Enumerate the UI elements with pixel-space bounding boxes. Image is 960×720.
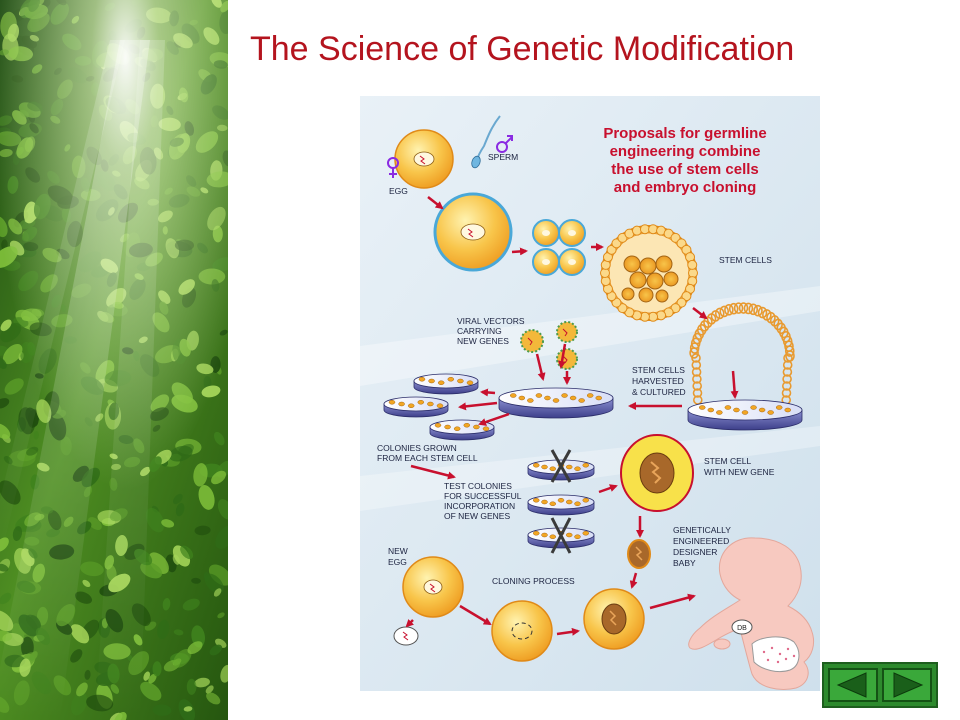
slide-title: The Science of Genetic Modification xyxy=(250,30,795,68)
stem-cells-harvested-label: & CULTURED xyxy=(632,387,686,397)
male-symbol-icon xyxy=(496,135,513,153)
sperm-cell xyxy=(471,115,501,169)
viral-vectors-label: VIRAL VECTORS xyxy=(457,316,525,326)
new-egg-label: EGG xyxy=(388,557,407,567)
designer-baby-label: GENETICALLY xyxy=(673,525,731,535)
new-egg-cell xyxy=(402,556,464,618)
petri-dish xyxy=(413,373,479,395)
triangle-left-icon xyxy=(828,668,878,702)
petri-dish xyxy=(527,494,595,516)
stem-cells-harvested-label: STEM CELLS xyxy=(632,365,685,375)
petri-dish xyxy=(383,396,449,418)
triangle-right-icon xyxy=(882,668,932,702)
viral-vectors-label: CARRYING xyxy=(457,326,502,336)
test-colonies-label: TEST COLONIES xyxy=(444,481,512,491)
stem-cell-new-gene-label: WITH NEW GENE xyxy=(704,467,775,477)
heading-line: Proposals for germline xyxy=(603,125,766,142)
rejected-dish-x xyxy=(550,449,572,483)
previous-slide-button[interactable] xyxy=(828,668,878,702)
designer-baby-figure: DB xyxy=(688,537,815,690)
designer-baby-label: ENGINEERED xyxy=(673,536,729,546)
slide-navigation xyxy=(822,662,938,708)
stem-cells-label: STEM CELLS xyxy=(719,255,772,265)
cloning-process-label: CLONING PROCESS xyxy=(492,576,575,586)
new-egg-label: NEW xyxy=(388,546,408,556)
viral-vector xyxy=(556,321,578,343)
viral-vectors-label: NEW GENES xyxy=(457,336,509,346)
colonies-grown-label: FROM EACH STEM CELL xyxy=(377,453,478,463)
sperm-label: SPERM xyxy=(488,152,518,162)
stem-cell-strand xyxy=(689,302,795,405)
blastocyst xyxy=(600,224,698,322)
female-symbol-icon xyxy=(387,157,399,178)
rejected-dish-x xyxy=(550,517,572,554)
diagram-heading: Proposals for germline engineering combi… xyxy=(603,125,766,196)
extracted-nucleus xyxy=(627,539,651,569)
fertilized-egg xyxy=(433,192,513,272)
heading-line: and embryo cloning xyxy=(614,179,757,196)
diaper-tag-label: DB xyxy=(737,625,747,632)
stem-cell-new-gene-label: STEM CELL xyxy=(704,456,752,466)
petri-dish xyxy=(429,419,495,441)
enucleated-egg xyxy=(491,600,553,662)
designer-baby-label: DESIGNER xyxy=(673,547,717,557)
viral-vector xyxy=(520,329,544,353)
test-colonies-label: FOR SUCCESSFUL xyxy=(444,491,522,501)
heading-line: engineering combine xyxy=(610,143,761,160)
four-cell-embryo xyxy=(532,219,586,276)
designer-baby-label: BABY xyxy=(673,558,696,568)
process-arrows xyxy=(405,196,739,636)
colonies-grown-label: COLONIES GROWN xyxy=(377,443,457,453)
test-colonies-label: INCORPORATION xyxy=(444,501,515,511)
stem-cell-with-new-gene xyxy=(620,434,694,512)
test-colonies-label: OF NEW GENES xyxy=(444,511,510,521)
egg-label: EGG xyxy=(389,186,408,196)
petri-dish xyxy=(687,399,803,431)
removed-nucleus xyxy=(393,626,419,646)
heading-line: the use of stem cells xyxy=(611,161,759,178)
petri-dish xyxy=(498,387,614,419)
next-slide-button[interactable] xyxy=(882,668,932,702)
forest-sidebar-image xyxy=(0,0,228,720)
stem-cells-harvested-label: HARVESTED xyxy=(632,376,684,386)
egg-cell xyxy=(394,129,454,189)
cloned-embryo xyxy=(583,588,645,650)
germline-engineering-diagram: Proposals for germline engineering combi… xyxy=(360,96,820,691)
